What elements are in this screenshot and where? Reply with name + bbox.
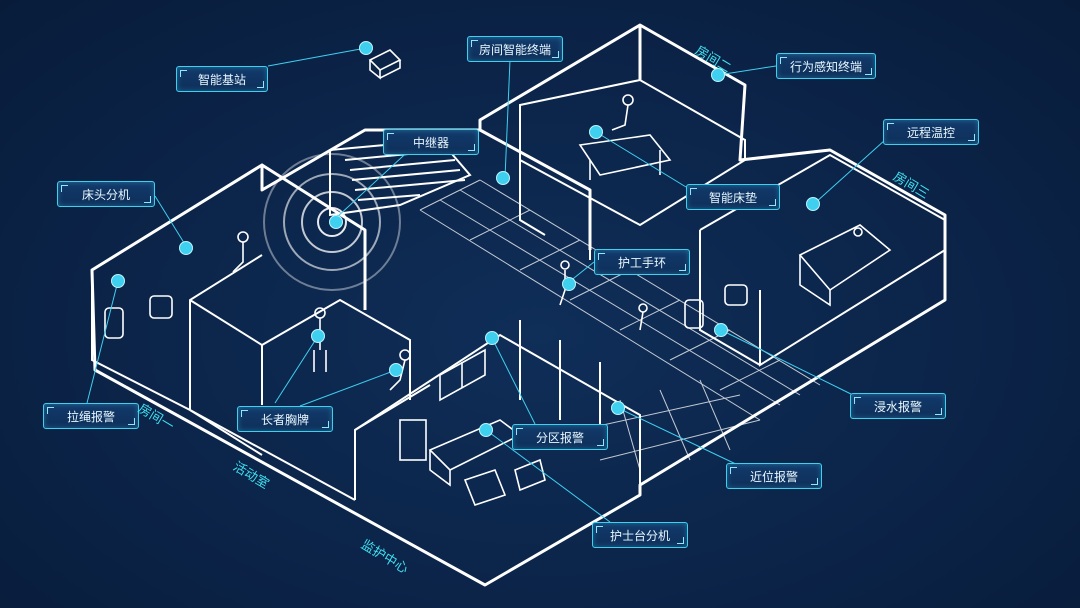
label-bedside-extension: 床头分机 bbox=[57, 181, 155, 207]
label-smart-base-station: 智能基站 bbox=[176, 66, 268, 92]
corridor-grid bbox=[419, 179, 821, 471]
label-elder-badge: 长者胸牌 bbox=[237, 406, 333, 432]
label-repeater: 中继器 bbox=[383, 129, 479, 155]
outer-walls bbox=[90, 23, 947, 587]
label-nurse-station-extension: 护士台分机 bbox=[592, 522, 688, 548]
sensor-dots bbox=[111, 41, 820, 437]
leader-lines bbox=[86, 47, 886, 523]
label-room-smart-terminal: 房间智能终端 bbox=[467, 36, 563, 62]
furniture bbox=[104, 49, 892, 506]
label-zone-alarm: 分区报警 bbox=[512, 424, 608, 450]
label-pull-cord-alarm: 拉绳报警 bbox=[43, 403, 139, 429]
label-behavior-sensing-terminal: 行为感知终端 bbox=[776, 53, 876, 79]
label-proximity-alarm: 近位报警 bbox=[726, 463, 822, 489]
label-flood-alarm: 浸水报警 bbox=[850, 393, 946, 419]
inner-walls bbox=[91, 78, 946, 501]
signal-waves bbox=[263, 153, 401, 291]
label-caregiver-wristband: 护工手环 bbox=[594, 249, 690, 275]
label-smart-mattress: 智能床垫 bbox=[686, 184, 780, 210]
label-remote-temp-control: 远程温控 bbox=[883, 119, 979, 145]
